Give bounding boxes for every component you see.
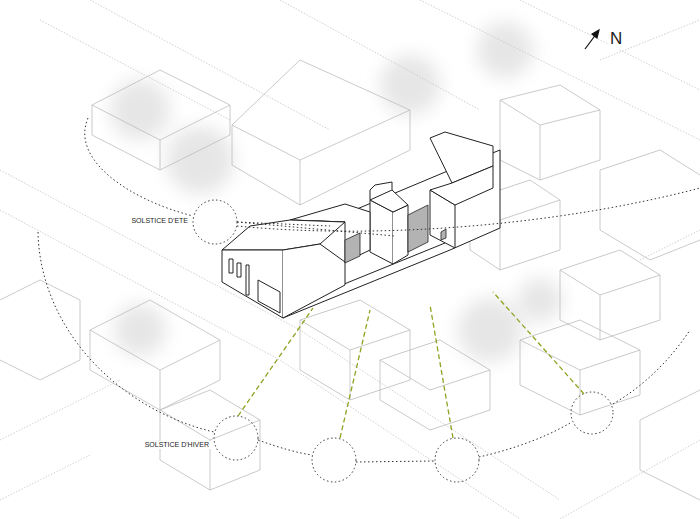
main-building xyxy=(222,132,500,318)
trees xyxy=(110,22,562,362)
north-arrow xyxy=(585,30,599,49)
north-label: N xyxy=(608,30,624,49)
summer-solstice-label: SOLSTICE D'ETE xyxy=(129,217,190,225)
winter-rays xyxy=(238,292,584,438)
winter-solstice-label: SOLSTICE D'HIVER xyxy=(143,441,211,449)
glazing xyxy=(345,205,446,263)
sun-paths xyxy=(38,118,700,482)
context-buildings xyxy=(0,60,700,500)
